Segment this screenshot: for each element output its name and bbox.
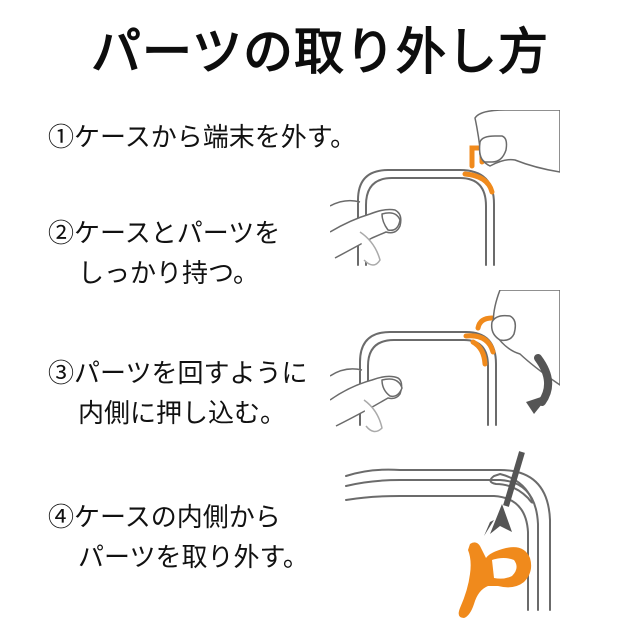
step-4-text: ケースの内側から — [74, 503, 281, 533]
step-3-number: ③ — [48, 359, 75, 389]
step-2-text: ケースとパーツを — [74, 219, 281, 249]
step-3-text: パーツを回すように — [74, 359, 308, 389]
step-2: ②ケースとパーツを しっかり持つ。 — [48, 214, 280, 294]
illustration-hold-case-and-part — [330, 110, 560, 266]
step-1-text: ケースから端末を外す。 — [74, 123, 357, 153]
step-2-number: ② — [48, 219, 75, 249]
illustration-rotate-part — [330, 290, 560, 433]
illustration-remove-part — [345, 451, 551, 618]
step-3: ③パーツを回すように 内側に押し込む。 — [48, 354, 308, 434]
step-1-number: ① — [48, 123, 75, 153]
step-4: ④ケースの内側から パーツを取り外す。 — [48, 498, 309, 578]
step-3-text-line2: 内側に押し込む。 — [78, 399, 287, 429]
step-4-text-line2: パーツを取り外す。 — [78, 543, 309, 573]
step-1: ①ケースから端末を外す。 — [48, 118, 356, 158]
step-2-text-line2: しっかり持つ。 — [78, 259, 259, 289]
step-4-number: ④ — [48, 503, 75, 533]
page-title: パーツの取り外し方 — [91, 22, 549, 81]
